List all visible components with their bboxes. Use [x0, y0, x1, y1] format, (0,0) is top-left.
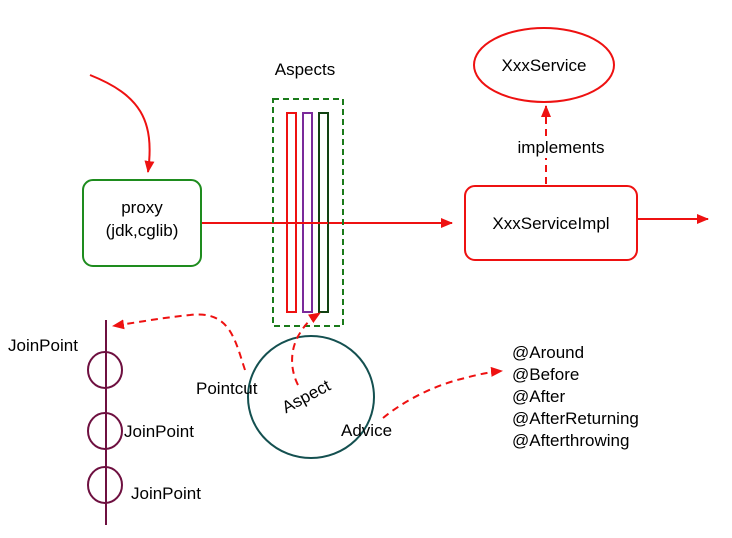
entry-arrow — [89, 74, 155, 173]
aspect-to-aspects-arrow — [291, 312, 321, 386]
advice-type-item: @Afterthrowing — [512, 431, 629, 450]
pointcut-arrow — [112, 313, 246, 371]
aspects-container — [272, 98, 344, 327]
implements-label: implements — [518, 138, 605, 157]
advice-type-item: @Before — [512, 365, 579, 384]
advice-type-item: @Around — [512, 343, 584, 362]
proxy-node: proxy (jdk,cglib) — [82, 179, 202, 267]
advice-type-item: @AfterReturning — [512, 409, 639, 428]
advice-types-list: @Around @Before @After @AfterReturning @… — [512, 343, 639, 450]
service-interface-label: XxxService — [501, 56, 586, 75]
aspect-bar-darkgreen — [318, 112, 329, 313]
joinpoint-label: JoinPoint — [8, 336, 78, 355]
service-impl-label: XxxServiceImpl — [492, 214, 609, 233]
joinpoint-label: JoinPoint — [131, 484, 201, 503]
joinpoint-circle — [87, 351, 123, 389]
aspect-bar-red — [286, 112, 297, 313]
advice-arrow — [382, 366, 503, 419]
aspect-node: Aspect — [247, 335, 375, 459]
aspect-bar-purple — [302, 112, 313, 313]
advice-type-item: @After — [512, 387, 565, 406]
service-interface-node: XxxService — [473, 27, 615, 103]
advice-label: Advice — [341, 421, 392, 440]
joinpoint-label: JoinPoint — [124, 422, 194, 441]
joinpoint-circle — [87, 412, 123, 450]
joinpoint-circle — [87, 466, 123, 504]
proxy-label: proxy — [121, 198, 163, 217]
aspects-title: Aspects — [275, 60, 335, 79]
joinpoint-chain: JoinPoint JoinPoint JoinPoint — [8, 320, 201, 525]
pointcut-label: Pointcut — [196, 379, 258, 398]
proxy-sublabel: (jdk,cglib) — [106, 221, 179, 240]
service-impl-node: XxxServiceImpl — [464, 185, 638, 261]
